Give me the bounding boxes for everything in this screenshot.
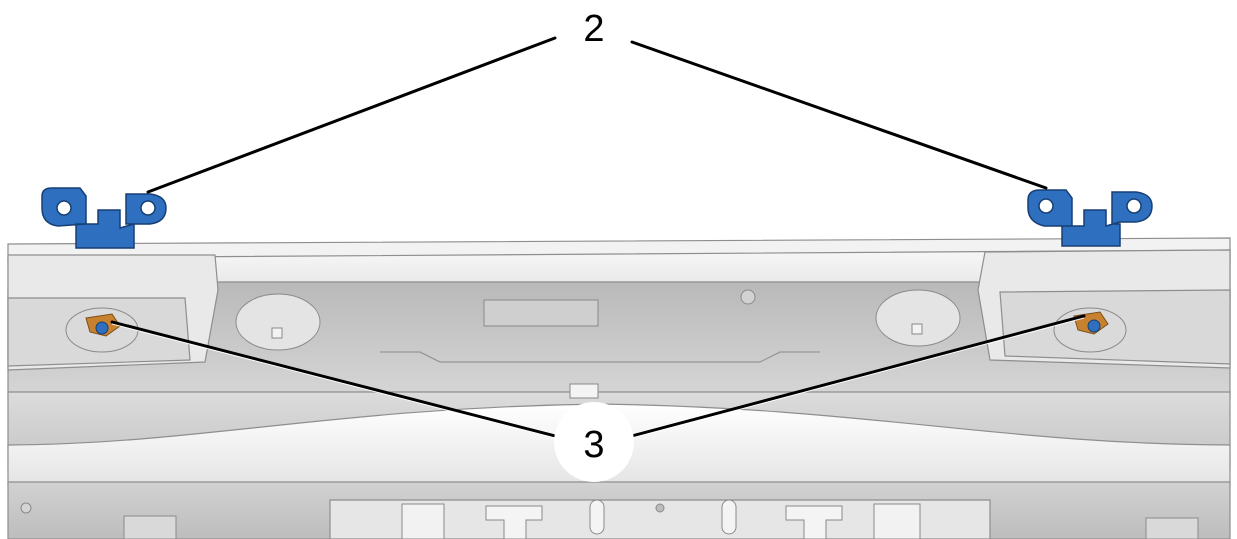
panel-boss-right bbox=[875, 289, 961, 347]
callout-label-3: 3 bbox=[583, 424, 604, 466]
callout-label-2: 2 bbox=[583, 8, 604, 50]
leader-lines bbox=[110, 36, 1086, 438]
leader-line-3-right bbox=[630, 314, 1086, 438]
rear-body-panel bbox=[7, 237, 1231, 539]
hinge-bracket-left bbox=[41, 187, 167, 249]
leader-line-2-left bbox=[146, 36, 557, 194]
nut-fastener-left bbox=[65, 307, 139, 353]
panel-boss-left bbox=[235, 293, 321, 351]
panel-label-plate bbox=[483, 299, 599, 327]
leader-line-2-right bbox=[630, 40, 1048, 190]
callout-3-background bbox=[554, 402, 634, 482]
leader-line-3-left bbox=[110, 320, 557, 438]
panel-details bbox=[20, 289, 1199, 539]
nut-fastener-right bbox=[1053, 307, 1127, 353]
hinge-bracket-right bbox=[1027, 189, 1153, 247]
